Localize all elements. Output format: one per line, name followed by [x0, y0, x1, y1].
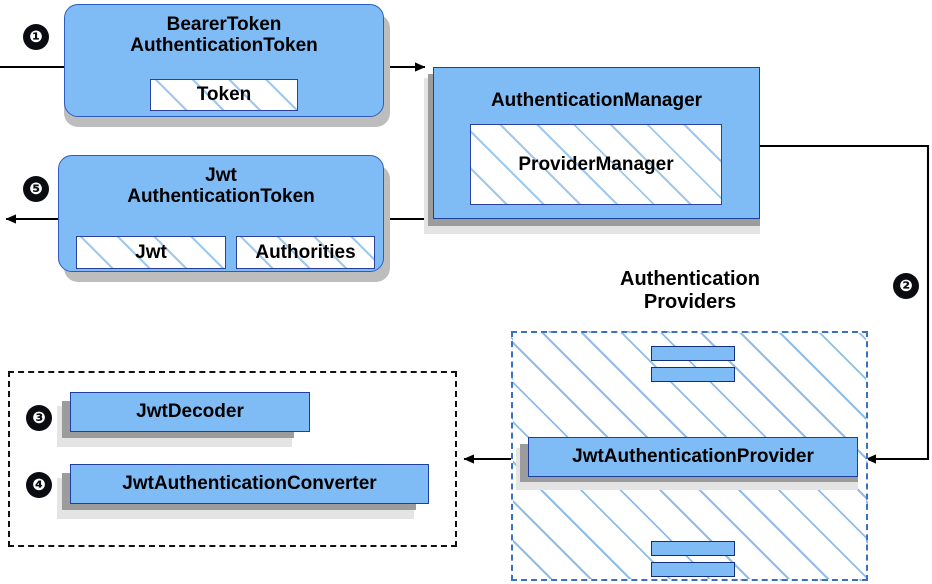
jwt-authentication-provider-label: JwtAuthenticationProvider: [572, 446, 814, 467]
jwt-authentication-converter-label: JwtAuthenticationConverter: [122, 473, 377, 494]
jwt-decoder-label: JwtDecoder: [136, 401, 244, 422]
bearer-token-title: BearerToken AuthenticationToken: [130, 14, 318, 57]
authorities-box[interactable]: Authorities: [236, 236, 375, 269]
provider-manager-label: ProviderManager: [518, 153, 674, 175]
step-badge-1: ❶: [23, 24, 49, 50]
jwt-label: Jwt: [135, 241, 167, 263]
authentication-providers-caption: Authentication Providers: [620, 268, 760, 313]
authorities-label: Authorities: [255, 241, 356, 263]
flow-line-step-2: [760, 144, 930, 464]
jwt-authentication-converter-box[interactable]: JwtAuthenticationConverter: [70, 464, 429, 504]
step-badge-5: ❺: [23, 176, 49, 202]
jwt-box[interactable]: Jwt: [76, 236, 226, 269]
token-label: Token: [196, 84, 252, 105]
step-badge-3: ❸: [26, 405, 52, 431]
provider-manager-box[interactable]: ProviderManager: [470, 124, 722, 205]
authentication-manager-title: AuthenticationManager: [490, 90, 703, 111]
step-badge-2: ❷: [893, 273, 919, 299]
jwt-decoder-box[interactable]: JwtDecoder: [70, 392, 310, 432]
token-box[interactable]: Token: [150, 79, 298, 111]
provider-stub-bottom-1: [651, 541, 735, 556]
jwt-authentication-provider-box[interactable]: JwtAuthenticationProvider: [528, 437, 858, 477]
provider-stub-top-1: [651, 346, 735, 361]
provider-stub-bottom-2: [651, 562, 735, 577]
step-badge-4: ❹: [26, 472, 52, 498]
provider-stub-top-2: [651, 367, 735, 382]
jwt-support-container: [8, 371, 457, 547]
jwt-authentication-token-title: Jwt AuthenticationToken: [127, 165, 315, 208]
